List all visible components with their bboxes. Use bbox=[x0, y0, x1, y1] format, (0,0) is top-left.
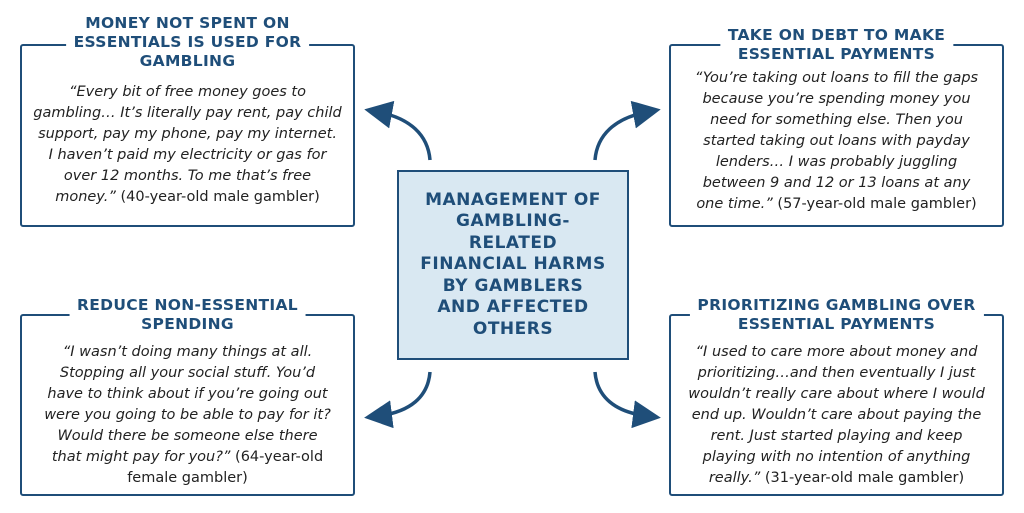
quote-line: Stopping all your social stuff. You’d bbox=[59, 365, 316, 381]
center-concept-box: MANAGEMENT OF GAMBLING- RELATED FINANCIA… bbox=[397, 170, 629, 360]
quote-line: need for something else. Then you bbox=[710, 112, 963, 128]
box-title: REDUCE NON-ESSENTIAL SPENDING bbox=[69, 296, 306, 334]
quote-line: “You’re taking out loans to fill the gap… bbox=[694, 70, 979, 86]
quote-line: started taking out loans with payday bbox=[703, 133, 970, 149]
quote-line: Would there be someone else there bbox=[57, 428, 318, 444]
title-line: PRIORITIZING GAMBLING OVER bbox=[697, 296, 976, 314]
box-prioritizing-gambling: PRIORITIZING GAMBLING OVER ESSENTIAL PAY… bbox=[669, 296, 1004, 496]
title-line: GAMBLING bbox=[139, 52, 236, 70]
quote-line: “Every bit of free money goes to bbox=[69, 84, 306, 100]
quote-line: “I used to care more about money and bbox=[695, 344, 978, 360]
title-line: TAKE ON DEBT TO MAKE bbox=[727, 26, 946, 44]
attribution: (40-year-old male gambler) bbox=[115, 189, 320, 205]
quote-line: money.” bbox=[55, 189, 116, 205]
quote-text: “I used to care more about money and pri… bbox=[681, 342, 992, 489]
quote-line: “I wasn’t doing many things at all. bbox=[62, 344, 313, 360]
center-title-line: FINANCIAL HARMS bbox=[420, 254, 606, 275]
center-title-line: GAMBLING- bbox=[456, 211, 570, 232]
title-line: MONEY NOT SPENT ON bbox=[85, 14, 290, 32]
box-title: MONEY NOT SPENT ON ESSENTIALS IS USED FO… bbox=[65, 14, 310, 71]
arrow-top-right bbox=[593, 100, 661, 161]
box-title: TAKE ON DEBT TO MAKE ESSENTIAL PAYMENTS bbox=[719, 26, 954, 64]
attribution: (64-year-old bbox=[230, 449, 324, 465]
center-title-line: MANAGEMENT OF bbox=[425, 189, 601, 210]
attribution: (57-year-old male gambler) bbox=[772, 196, 977, 212]
quote-line: gambling… It’s literally pay rent, pay c… bbox=[33, 105, 342, 121]
quote-line: over 12 months. To me that’s free bbox=[63, 168, 312, 184]
quote-line: rent. Just started playing and keep bbox=[710, 428, 963, 444]
arrow-bottom-left bbox=[364, 371, 432, 429]
quote-line: I haven’t paid my electricity or gas for bbox=[48, 147, 327, 163]
box-reduce-non-essential-spending: REDUCE NON-ESSENTIAL SPENDING “I wasn’t … bbox=[20, 296, 355, 496]
title-line: ESSENTIAL PAYMENTS bbox=[737, 45, 936, 63]
quote-line: playing with no intention of anything bbox=[702, 449, 971, 465]
title-line: ESSENTIALS IS USED FOR bbox=[73, 33, 302, 51]
quote-line: one time.” bbox=[696, 196, 773, 212]
quote-line: between 9 and 12 or 13 loans at any bbox=[702, 175, 971, 191]
center-title-line: BY GAMBLERS bbox=[442, 275, 584, 296]
center-title-line: OTHERS bbox=[472, 318, 554, 339]
quote-line: wouldn’t really care about where I would bbox=[688, 386, 985, 402]
quote-text: “Every bit of free money goes to gamblin… bbox=[32, 82, 343, 208]
quote-text: “You’re taking out loans to fill the gap… bbox=[681, 68, 992, 215]
quote-line: really.” bbox=[708, 470, 761, 486]
quote-line: prioritizing…and then eventually I just bbox=[697, 365, 976, 381]
attribution: (31-year-old male gambler) bbox=[760, 470, 965, 486]
arrow-bottom-right bbox=[593, 371, 661, 429]
center-title: MANAGEMENT OF GAMBLING- RELATED FINANCIA… bbox=[420, 190, 605, 341]
quote-line: were you going to be able to pay for it? bbox=[44, 407, 331, 423]
box-take-on-debt: TAKE ON DEBT TO MAKE ESSENTIAL PAYMENTS … bbox=[669, 26, 1004, 227]
quote-line: support, pay my phone, pay my internet. bbox=[38, 126, 337, 142]
attribution: female gambler) bbox=[127, 470, 248, 486]
quote-line: because you’re spending money you bbox=[702, 91, 971, 107]
box-money-used-for-gambling: MONEY NOT SPENT ON ESSENTIALS IS USED FO… bbox=[20, 14, 355, 227]
quote-line: end up. Wouldn’t care about paying the bbox=[691, 407, 982, 423]
quote-line: lenders… I was probably juggling bbox=[715, 154, 958, 170]
title-line: REDUCE NON-ESSENTIAL bbox=[77, 296, 298, 314]
center-title-line: RELATED bbox=[468, 232, 558, 253]
center-title-line: AND AFFECTED bbox=[437, 297, 589, 318]
quote-text: “I wasn’t doing many things at all. Stop… bbox=[32, 342, 343, 489]
title-line: SPENDING bbox=[141, 315, 234, 333]
quote-line: have to think about if you’re going out bbox=[47, 386, 328, 402]
box-title: PRIORITIZING GAMBLING OVER ESSENTIAL PAY… bbox=[689, 296, 984, 334]
quote-line: that might pay for you?” bbox=[51, 449, 231, 465]
arrow-top-left bbox=[364, 100, 432, 161]
title-line: ESSENTIAL PAYMENTS bbox=[737, 315, 936, 333]
